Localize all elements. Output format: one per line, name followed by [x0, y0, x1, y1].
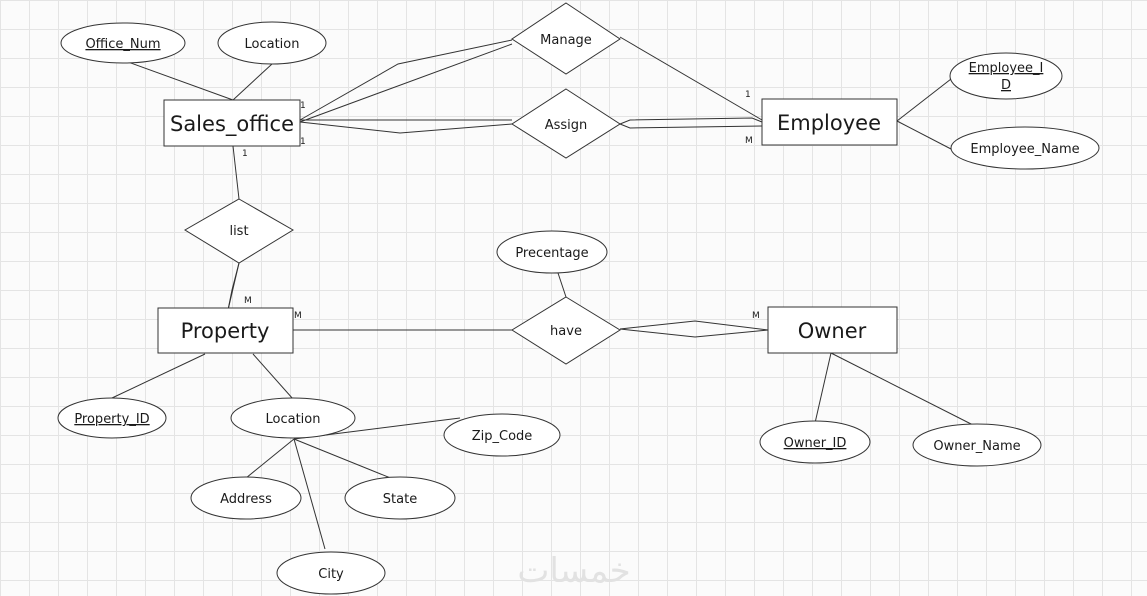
- attr-owner-id-label: Owner_ID: [784, 436, 847, 451]
- line-have-owner: [619, 320, 769, 331]
- attr-address[interactable]: Address: [190, 476, 302, 520]
- attr-precentage[interactable]: Precentage: [496, 230, 608, 274]
- attr-state-label: State: [383, 492, 417, 507]
- attr-state[interactable]: State: [344, 476, 456, 520]
- attr-employee-id-label-2: D: [1001, 78, 1011, 93]
- line-emp-name: [896, 120, 952, 150]
- line-owner-name: [830, 352, 976, 427]
- card-emp-assign: M: [745, 136, 753, 146]
- attr-so-location[interactable]: Location: [217, 21, 327, 65]
- line-owner-id: [814, 352, 832, 424]
- line-so-list: [232, 145, 240, 200]
- watermark-logo: خمسات: [517, 551, 630, 591]
- card-emp-manage: 1: [745, 90, 751, 100]
- attr-zip-code[interactable]: Zip_Code: [443, 413, 561, 457]
- line-list-property-b: [227, 262, 240, 311]
- attr-owner-id[interactable]: Owner_ID: [759, 420, 871, 464]
- line-so-manage: [299, 39, 513, 121]
- line-have-precentage: [556, 269, 567, 298]
- attr-property-id-label: Property_ID: [74, 412, 149, 427]
- card-prop-have: M: [294, 311, 302, 321]
- card-owner-have: M: [752, 311, 760, 321]
- entity-owner-label: Owner: [798, 319, 867, 343]
- line-so-manage-b: [299, 43, 513, 123]
- entity-owner[interactable]: Owner: [767, 306, 898, 354]
- line-loc-address: [245, 438, 295, 479]
- attr-employee-name[interactable]: Employee_Name: [950, 126, 1100, 170]
- connectors: [111, 36, 976, 550]
- rel-list[interactable]: list: [184, 198, 294, 264]
- entity-property[interactable]: Property: [157, 307, 294, 354]
- attr-city[interactable]: City: [276, 551, 386, 595]
- line-emp-id: [896, 78, 952, 122]
- attr-zip-code-label: Zip_Code: [472, 429, 533, 444]
- rel-have[interactable]: have: [511, 296, 621, 365]
- attr-address-label: Address: [220, 492, 272, 507]
- rel-have-label: have: [550, 324, 582, 339]
- line-prop-location: [252, 353, 294, 400]
- attr-so-location-label: Location: [245, 37, 300, 52]
- line-so-assign: [299, 121, 513, 134]
- attr-office-num[interactable]: Office_Num: [60, 22, 186, 64]
- line-assign-employee: [619, 117, 763, 125]
- rel-manage-label: Manage: [540, 33, 592, 48]
- attr-employee-id[interactable]: Employee_I D: [949, 52, 1063, 100]
- attr-employee-id-label-1: Employee_I: [969, 61, 1044, 76]
- attr-owner-name-label: Owner_Name: [933, 439, 1020, 454]
- card-so-list: 1: [242, 149, 248, 159]
- line-loc-city: [293, 438, 326, 550]
- line-so-location: [232, 63, 273, 101]
- attr-prop-location-label: Location: [266, 412, 321, 427]
- line-property-id: [111, 353, 206, 399]
- rel-manage[interactable]: Manage: [511, 2, 621, 75]
- attr-city-label: City: [318, 567, 344, 582]
- line-loc-state: [293, 438, 399, 482]
- line-office-num: [116, 57, 234, 101]
- entity-property-label: Property: [181, 319, 270, 343]
- rel-assign[interactable]: Assign: [511, 88, 621, 159]
- line-have-owner-b: [619, 328, 769, 338]
- line-manage-employee: [619, 36, 763, 121]
- attr-office-num-label: Office_Num: [85, 37, 160, 52]
- attr-prop-location[interactable]: Location: [230, 397, 356, 439]
- card-prop-list: M: [244, 296, 252, 306]
- entity-employee[interactable]: Employee: [761, 98, 898, 146]
- attr-property-id[interactable]: Property_ID: [57, 397, 167, 439]
- attr-employee-name-label: Employee_Name: [970, 142, 1079, 157]
- card-so-manage: 1: [300, 101, 306, 111]
- rel-assign-label: Assign: [545, 118, 588, 133]
- attr-owner-name[interactable]: Owner_Name: [912, 423, 1042, 467]
- attr-precentage-label: Precentage: [515, 246, 588, 261]
- line-assign-employee-b: [619, 123, 763, 129]
- card-so-assign: 1: [300, 137, 306, 147]
- rel-list-label: list: [229, 224, 248, 239]
- entity-sales-office-label: Sales_office: [170, 112, 294, 137]
- entity-employee-label: Employee: [777, 111, 881, 135]
- entity-sales-office[interactable]: Sales_office: [163, 99, 301, 147]
